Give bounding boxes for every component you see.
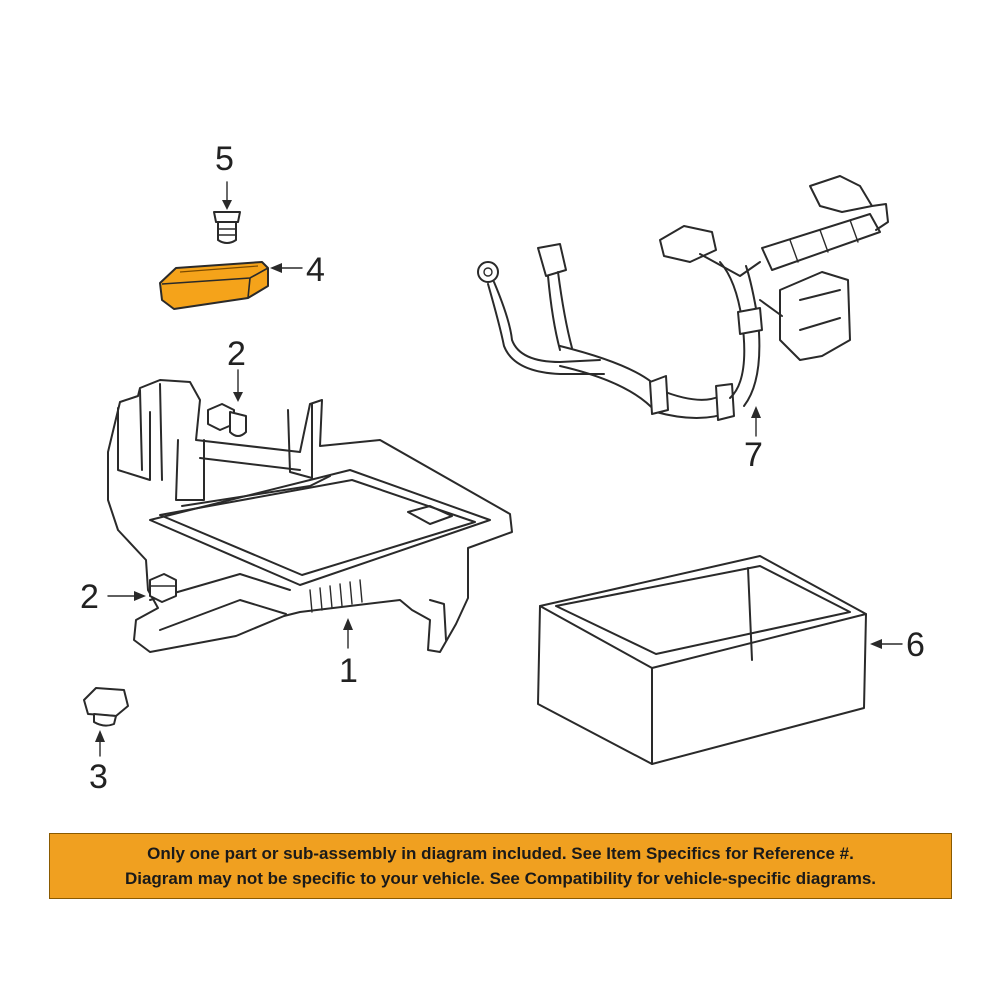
leader-lines (95, 181, 903, 757)
callout-2-upper: 2 (227, 335, 246, 373)
disclaimer-line-2: Diagram may not be specific to your vehi… (124, 869, 877, 888)
part-2-bolt-upper (207, 403, 247, 437)
disclaimer-banner: Only one part or sub-assembly in diagram… (49, 833, 952, 899)
callout-5: 5 (215, 140, 234, 178)
part-7-cable-harness (477, 175, 889, 421)
callout-4: 4 (306, 251, 325, 289)
part-1-battery-tray (107, 379, 513, 653)
disclaimer-line-1: Only one part or sub-assembly in diagram… (147, 844, 854, 863)
part-4-cover-highlighted (159, 261, 269, 310)
part-2-bolt-lower (149, 573, 177, 603)
callout-1: 1 (339, 652, 358, 690)
part-6-battery-box (537, 555, 867, 765)
part-3-clip-nut (83, 687, 129, 727)
callout-2-lower: 2 (80, 578, 99, 616)
part-5-bolt (213, 211, 241, 244)
callout-7: 7 (744, 436, 763, 474)
callout-3: 3 (89, 758, 108, 796)
callout-6: 6 (906, 626, 925, 664)
